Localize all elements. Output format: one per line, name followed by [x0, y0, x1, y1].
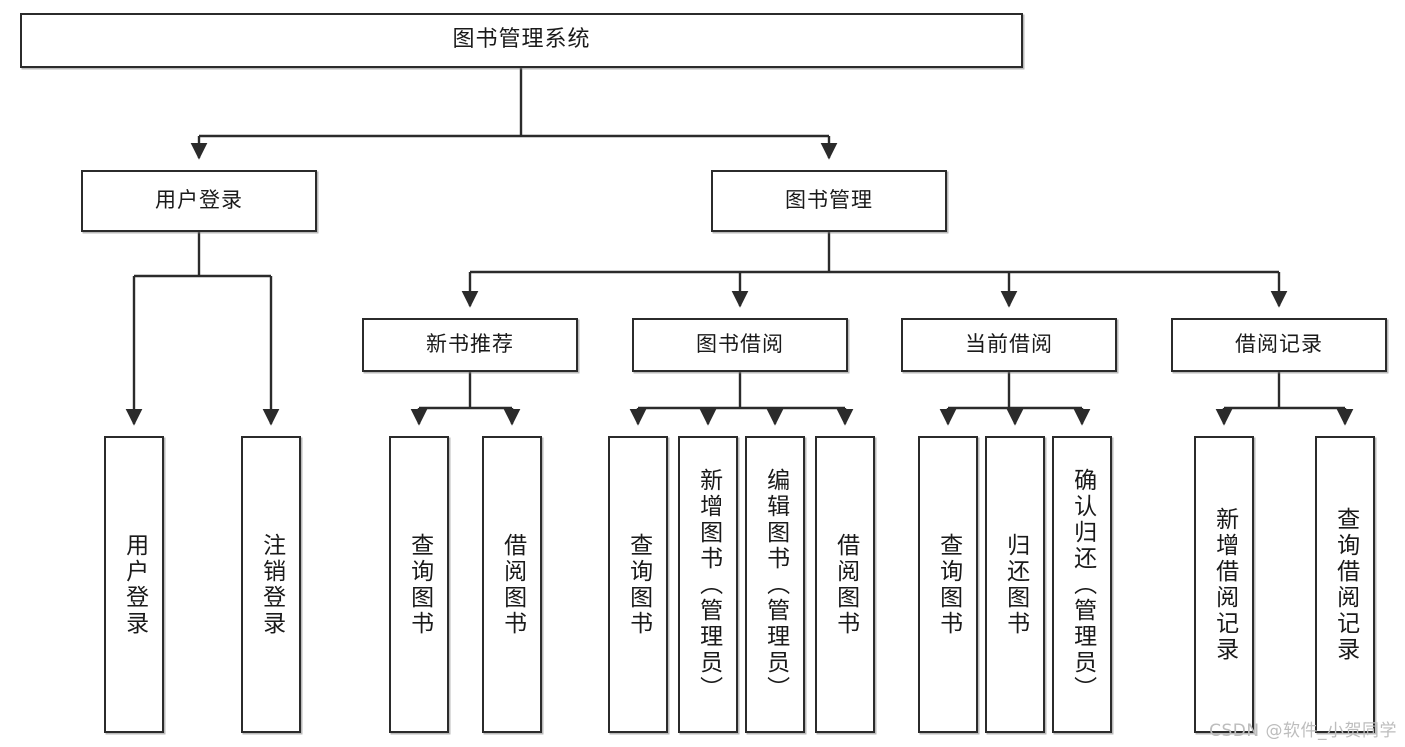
node-leaf-borrow-book-1[interactable]: 借阅图书: [482, 436, 542, 733]
node-book-borrow[interactable]: 图书借阅: [632, 318, 848, 372]
node-leaf-query-book-2-label: 查询图书: [625, 532, 652, 637]
node-root-label: 图书管理系统: [452, 27, 591, 53]
node-leaf-add-record[interactable]: 新增借阅记录: [1194, 436, 1254, 733]
node-leaf-borrow-book-2[interactable]: 借阅图书: [815, 436, 875, 733]
node-leaf-query-record[interactable]: 查询借阅记录: [1315, 436, 1375, 733]
node-leaf-add-record-label: 新增借阅记录: [1211, 506, 1238, 663]
node-root[interactable]: 图书管理系统: [20, 13, 1023, 68]
node-leaf-user-login[interactable]: 用户登录: [104, 436, 164, 733]
node-leaf-logout-label: 注销登录: [258, 532, 285, 637]
node-leaf-return-book-label: 归还图书: [1002, 532, 1029, 637]
node-leaf-query-book-2[interactable]: 查询图书: [608, 436, 668, 733]
node-book-manage-label: 图书管理: [785, 188, 873, 213]
node-borrow-record-label: 借阅记录: [1235, 332, 1323, 357]
node-leaf-confirm-return[interactable]: 确认归还（管理员）: [1052, 436, 1112, 733]
node-book-borrow-label: 图书借阅: [696, 332, 784, 357]
node-leaf-confirm-return-label: 确认归还（管理员）: [1069, 467, 1096, 702]
node-new-book-rec[interactable]: 新书推荐: [362, 318, 578, 372]
node-leaf-query-book-1-label: 查询图书: [406, 532, 433, 637]
node-leaf-logout[interactable]: 注销登录: [241, 436, 301, 733]
node-leaf-return-book[interactable]: 归还图书: [985, 436, 1045, 733]
node-book-manage[interactable]: 图书管理: [711, 170, 947, 232]
node-leaf-add-book[interactable]: 新增图书（管理员）: [678, 436, 738, 733]
node-leaf-borrow-book-2-label: 借阅图书: [832, 532, 859, 637]
node-leaf-edit-book-label: 编辑图书（管理员）: [762, 467, 789, 702]
node-leaf-borrow-book-1-label: 借阅图书: [499, 532, 526, 637]
node-user-login[interactable]: 用户登录: [81, 170, 317, 232]
node-current-borrow[interactable]: 当前借阅: [901, 318, 1117, 372]
node-leaf-user-login-label: 用户登录: [121, 532, 148, 637]
node-leaf-add-book-label: 新增图书（管理员）: [695, 467, 722, 702]
node-user-login-label: 用户登录: [155, 188, 243, 213]
watermark-text: CSDN @软件_小贺同学: [1209, 721, 1397, 741]
node-leaf-query-book-3-label: 查询图书: [935, 532, 962, 637]
node-borrow-record[interactable]: 借阅记录: [1171, 318, 1387, 372]
node-current-borrow-label: 当前借阅: [965, 332, 1053, 357]
node-leaf-query-book-1[interactable]: 查询图书: [389, 436, 449, 733]
node-leaf-edit-book[interactable]: 编辑图书（管理员）: [745, 436, 805, 733]
node-leaf-query-record-label: 查询借阅记录: [1332, 506, 1359, 663]
node-leaf-query-book-3[interactable]: 查询图书: [918, 436, 978, 733]
node-new-book-rec-label: 新书推荐: [426, 332, 514, 357]
